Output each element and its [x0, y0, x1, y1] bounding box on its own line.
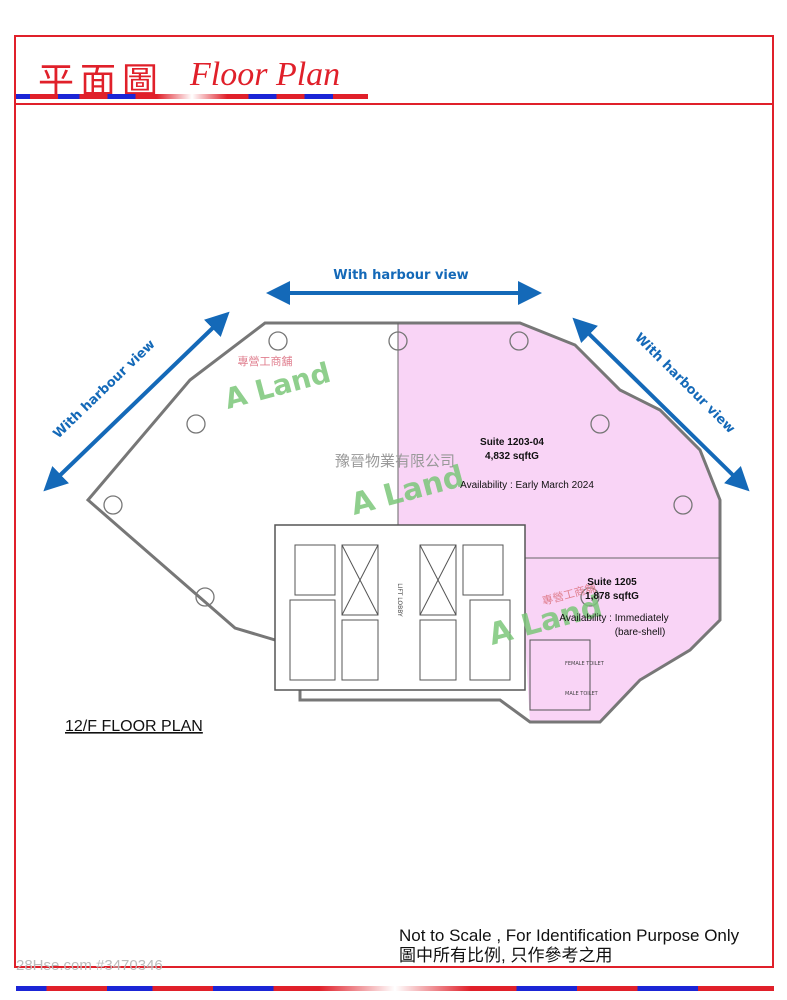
floor-plan-label: 12/F FLOOR PLAN	[65, 718, 203, 735]
building-core	[274, 524, 526, 691]
suite-1203-04-availability: Availability : Early March 2024	[460, 480, 594, 491]
suite-1205-name: Suite 1205	[587, 577, 637, 588]
suite-1203-04-area-text: 4,832 sqftG	[485, 451, 539, 462]
site-watermark: 28Hse.com #3470346	[16, 957, 163, 974]
lift-lobby-label: LIFT LOBBY	[396, 583, 403, 617]
harbour-view-arrow-right	[572, 317, 750, 492]
suite-1205-condition: (bare-shell)	[615, 627, 666, 638]
aland-cn-1: 專營工商舖	[238, 354, 293, 368]
suite-1203-04-name: Suite 1203-04	[480, 437, 544, 448]
view-label-left: With harbour view	[51, 337, 159, 442]
suite-1205-availability: Availability : Immediately	[559, 613, 668, 624]
suite-1205-area-text: 1,878 sqftG	[585, 591, 639, 602]
disclaimer-en: Not to Scale , For Identification Purpos…	[399, 926, 740, 945]
disclaimer-cn: 圖中所有比例, 只作參考之用	[399, 946, 613, 965]
footer-stripe	[16, 986, 774, 991]
company-watermark: 豫晉物業有限公司	[335, 452, 455, 470]
male-toilet-label: MALE TOILET	[565, 691, 599, 697]
header-divider	[14, 103, 774, 105]
header-stripe	[16, 94, 368, 99]
disclaimer: Not to Scale , For Identification Purpos…	[399, 926, 739, 966]
view-label-top: With harbour view	[333, 268, 468, 283]
harbour-view-arrow-left	[43, 311, 230, 492]
page-frame	[14, 35, 774, 968]
title-english: Floor Plan	[190, 56, 341, 93]
suite-1205-area	[525, 558, 720, 722]
female-toilet-label: FEMALE TOILET	[565, 661, 605, 667]
suite-1203-04-area	[398, 323, 720, 558]
